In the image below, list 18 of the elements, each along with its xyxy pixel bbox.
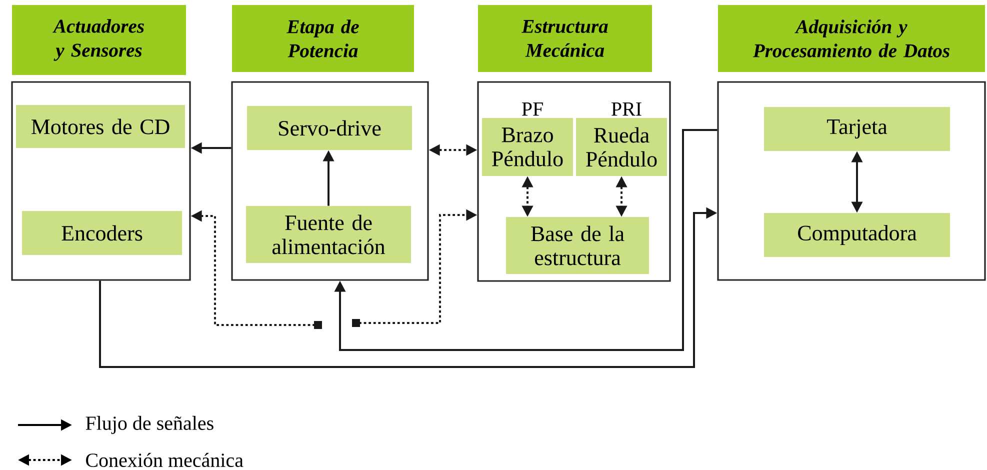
- section-header: Estructura Mecánica: [478, 5, 652, 72]
- component-box: Brazo Péndulo: [482, 118, 573, 176]
- section-header: Adquisición y Procesamiento de Datos: [718, 5, 985, 72]
- component-box: Base de la estructura: [506, 217, 649, 274]
- component-box: Tarjeta: [764, 107, 950, 151]
- component-box: Computadora: [764, 213, 950, 257]
- component-box: Rueda Péndulo: [576, 118, 667, 176]
- arrow: [334, 129, 718, 351]
- group-label: PF: [522, 102, 543, 116]
- component-box: Motores de CD: [16, 105, 186, 148]
- legend-label: Flujo de señales: [86, 416, 214, 434]
- component-box: Servo-drive: [247, 106, 412, 150]
- section-header: Etapa de Potencia: [232, 5, 414, 72]
- component-box: Fuente de alimentación: [246, 206, 411, 263]
- component-box: Encoders: [22, 211, 182, 255]
- group-label: PRI: [612, 102, 642, 116]
- section-header: Actuadores y Sensores: [12, 5, 186, 75]
- legend-label: Conexión mecánica: [86, 452, 244, 468]
